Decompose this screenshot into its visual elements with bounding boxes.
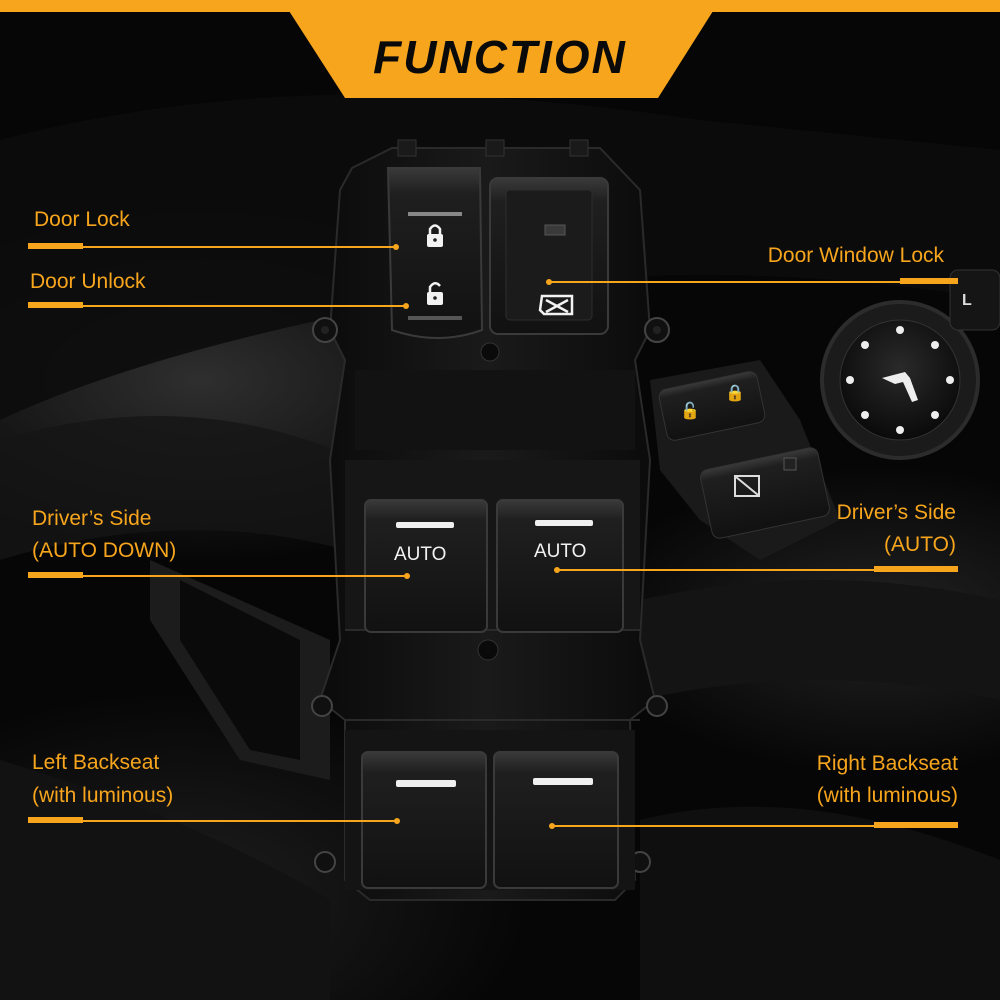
front-right-switch-label: AUTO: [534, 541, 586, 562]
left-backseat-callout-line1: Left Backseat: [32, 751, 160, 774]
front-left-switch-label: AUTO: [394, 544, 446, 565]
right-backseat-callout-line2: (with luminous): [816, 784, 958, 807]
door-window-lock-callout: Door Window Lock: [767, 244, 944, 267]
page-title: FUNCTION: [373, 31, 627, 83]
right-backseat-switch[interactable]: [493, 751, 619, 889]
driver-auto-down-leader-line: [28, 575, 408, 577]
driver-auto-down-leader-dot: [404, 573, 410, 579]
window-lock-icon: [538, 294, 574, 316]
door-lock-rocker[interactable]: [386, 167, 484, 339]
driver-auto-callout-line1: Driver’s Side: [836, 501, 956, 524]
right-backseat-leader-line: [552, 825, 958, 827]
driver-auto-leader-line: [557, 569, 958, 571]
door-lock-leader-dot: [393, 244, 399, 250]
door-window-lock-leader-line: [549, 281, 958, 283]
door-window-lock-leader-dot: [546, 279, 552, 285]
right-backseat-leader-dot: [549, 823, 555, 829]
svg-text:🔒: 🔒: [725, 383, 745, 402]
left-backseat-leader-dot: [394, 818, 400, 824]
driver-auto-callout-line2: (AUTO): [884, 533, 956, 556]
background-switch-cluster: 🔓 🔒 L: [650, 269, 1000, 560]
door-lock-callout: Door Lock: [34, 208, 130, 231]
door-unlock-leader-dot: [403, 303, 409, 309]
door-unlock-callout: Door Unlock: [30, 270, 146, 293]
svg-text:🔓: 🔓: [680, 401, 700, 420]
mirror-selector-letter: L: [962, 292, 972, 309]
driver-auto-switch[interactable]: AUTO: [496, 499, 624, 633]
driver-auto-down-callout-line2: (AUTO DOWN): [32, 539, 177, 562]
driver-auto-down-switch[interactable]: AUTO: [364, 499, 488, 633]
door-unlock-leader-line: [28, 305, 408, 307]
lock-icon: [427, 224, 443, 247]
title-banner: [282, 0, 720, 98]
door-window-lock-button[interactable]: [489, 177, 609, 335]
driver-auto-down-callout-line1: Driver’s Side: [32, 507, 152, 530]
main-switch-panel: AUTO AUTO: [311, 139, 670, 901]
left-backseat-callout-line2: (with luminous): [32, 784, 174, 807]
door-lock-leader-line: [28, 246, 398, 248]
left-backseat-leader-line: [28, 820, 398, 822]
unlock-icon: [427, 282, 443, 305]
right-backseat-callout-line1: Right Backseat: [816, 752, 958, 775]
driver-auto-leader-dot: [554, 567, 560, 573]
